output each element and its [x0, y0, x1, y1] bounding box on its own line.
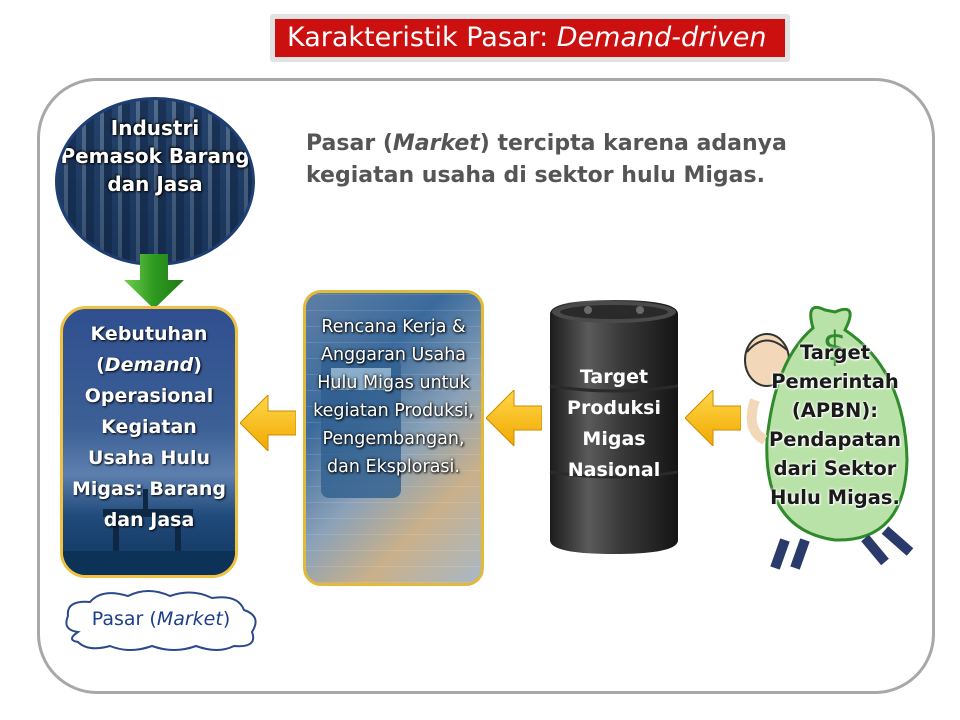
target-label: Target Pemerintah (APBN): Pendapatan dar…	[756, 338, 914, 512]
rencana-box: Rencana Kerja & Anggaran Usaha Hulu Miga…	[303, 290, 484, 586]
demand-label: Kebutuhan (Demand) Operasional Kegiatan …	[67, 319, 231, 536]
title-emphasis: Demand-driven	[557, 22, 767, 53]
left-arrow-icon	[685, 390, 741, 446]
demand-box: Kebutuhan (Demand) Operasional Kegiatan …	[60, 306, 238, 578]
title-bar: Karakteristik Pasar: Demand-driven	[270, 14, 790, 62]
industri-label: Industri Pemasok Barang dan Jasa	[58, 114, 252, 198]
title-prefix: Karakteristik Pasar:	[287, 22, 548, 53]
slide-title: Karakteristik Pasar: Demand-driven	[275, 19, 785, 57]
left-arrow-icon	[240, 395, 296, 451]
industri-circle: Industri Pemasok Barang dan Jasa	[55, 97, 255, 266]
barrel-label: Target Produksi Migas Nasional	[546, 362, 682, 486]
left-arrow-icon	[486, 390, 542, 446]
rencana-label: Rencana Kerja & Anggaran Usaha Hulu Miga…	[310, 313, 477, 481]
down-arrow-icon	[124, 254, 184, 309]
pasar-market-label: Pasar (Market)	[58, 604, 264, 634]
intro-text: Pasar (Market) tercipta karena adanya ke…	[306, 128, 826, 192]
